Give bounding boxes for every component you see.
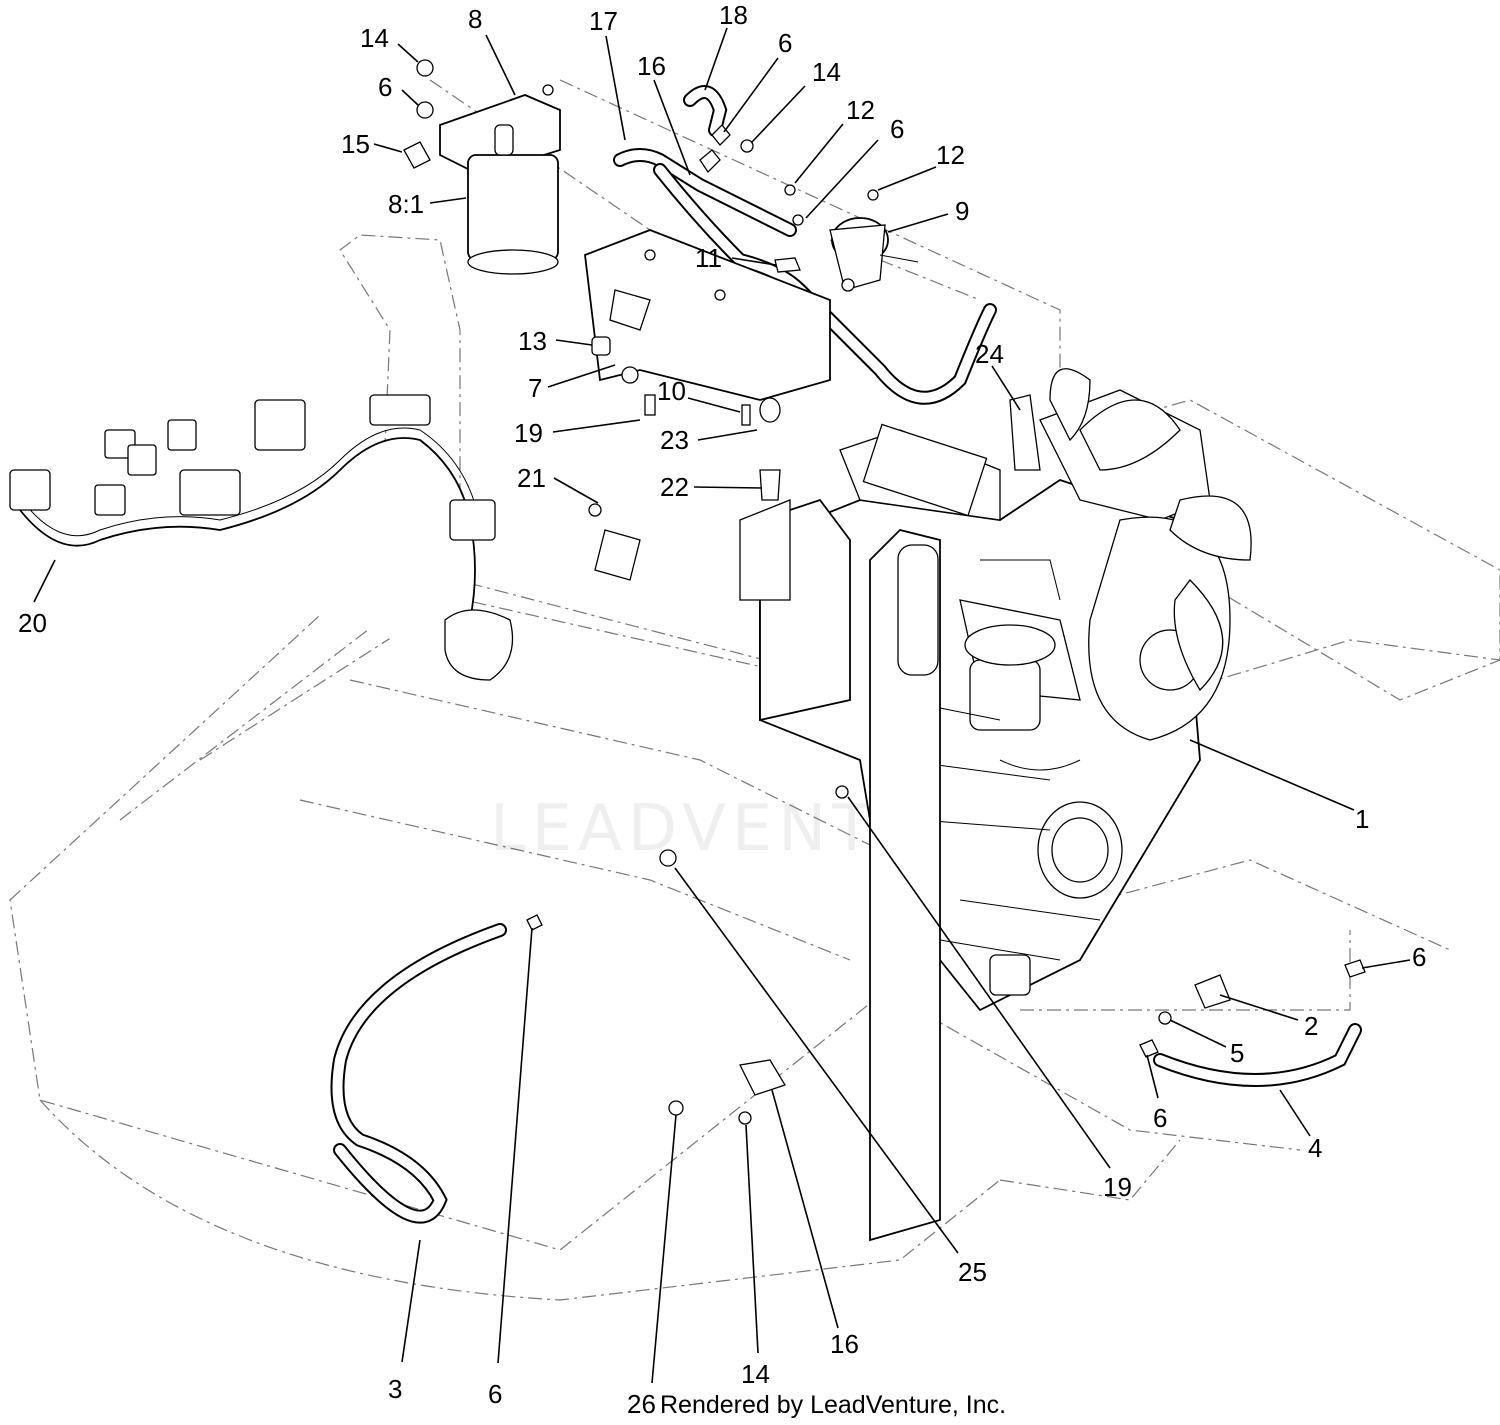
callout-13: 13 <box>518 326 547 356</box>
callout-18: 18 <box>719 0 748 30</box>
callout-6-bottom: 6 <box>488 1379 502 1409</box>
callout-9: 9 <box>955 196 969 226</box>
callout-20: 20 <box>18 608 47 638</box>
callout-6-pump: 6 <box>890 114 904 144</box>
callout-23: 23 <box>660 425 689 455</box>
frame-pillar <box>739 498 941 1242</box>
callout-6-right: 6 <box>1412 942 1426 972</box>
cooling-fan <box>1049 368 1252 692</box>
callout-7: 7 <box>528 373 542 403</box>
callout-19-upper: 19 <box>514 418 543 448</box>
callout-14-bottom: 14 <box>741 1359 770 1389</box>
callout-4: 4 <box>1308 1133 1322 1163</box>
callout-8-1: 8:1 <box>388 189 424 219</box>
render-credit: Rendered by LeadVenture, Inc. <box>660 1391 1006 1419</box>
callout-10: 10 <box>657 376 686 406</box>
small-hardware <box>403 59 1366 1125</box>
callout-5: 5 <box>1230 1038 1244 1068</box>
callout-6-filter: 6 <box>378 72 392 102</box>
mounting-bracket <box>584 229 831 401</box>
callout-26: 26 <box>627 1389 656 1419</box>
callout-8: 8 <box>468 4 482 34</box>
callout-labels: 14 6 15 8 8:1 17 18 16 6 14 12 6 12 9 11… <box>18 0 1426 1419</box>
leader-lines <box>33 27 1411 1384</box>
callout-1: 1 <box>1355 804 1369 834</box>
callout-19-lower: 19 <box>1103 1172 1132 1202</box>
callout-25: 25 <box>958 1257 987 1287</box>
callout-12-left: 12 <box>846 95 875 125</box>
callout-6-clamp: 6 <box>1153 1103 1167 1133</box>
fuel-hoses <box>330 85 1362 1224</box>
callout-2: 2 <box>1304 1011 1318 1041</box>
callout-16-bottom: 16 <box>830 1329 859 1359</box>
callout-12-right: 12 <box>936 140 965 170</box>
wire-harness <box>9 394 514 681</box>
callout-17: 17 <box>589 6 618 36</box>
callout-22: 22 <box>660 472 689 502</box>
callout-24: 24 <box>975 339 1004 369</box>
callout-16-top: 16 <box>637 51 666 81</box>
callout-11: 11 <box>695 243 722 273</box>
callout-14-top: 14 <box>360 23 389 53</box>
callout-3: 3 <box>388 1374 402 1404</box>
fuel-pump <box>829 217 919 292</box>
callout-6-hose: 6 <box>778 28 792 58</box>
callout-21: 21 <box>517 463 546 493</box>
fuel-filter <box>439 84 561 275</box>
callout-14-hose: 14 <box>812 57 841 87</box>
callout-15: 15 <box>341 129 370 159</box>
